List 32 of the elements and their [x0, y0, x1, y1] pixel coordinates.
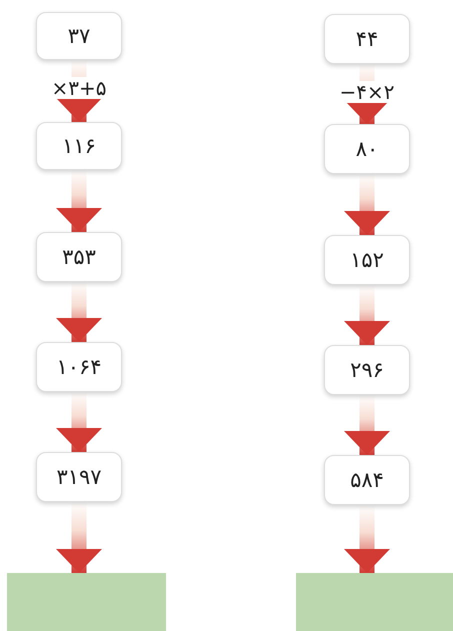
down-arrow	[56, 60, 102, 122]
number: ۵۸۴	[350, 468, 384, 492]
number: ۸۰	[356, 137, 378, 161]
number-box	[36, 122, 122, 170]
number: ۴۴	[356, 27, 378, 51]
down-arrow	[344, 505, 390, 573]
number: ۳۷	[68, 24, 90, 48]
number-box	[36, 232, 122, 282]
number-box	[324, 345, 410, 395]
number-box	[324, 455, 410, 505]
down-arrow	[56, 170, 102, 232]
down-arrow	[56, 502, 102, 573]
down-arrow	[344, 395, 390, 455]
number: ۲۹۶	[350, 358, 384, 382]
number-box	[324, 124, 410, 174]
down-arrow	[344, 285, 390, 345]
number-box	[324, 235, 410, 285]
number: ۳۵۳	[62, 245, 96, 269]
down-arrow	[344, 174, 390, 235]
down-arrow	[56, 392, 102, 452]
number: ۱۰۶۴	[56, 355, 102, 379]
number-box	[324, 14, 410, 64]
number-box	[36, 452, 122, 502]
down-arrow	[344, 64, 390, 124]
number-box	[36, 342, 122, 392]
number-box	[36, 12, 122, 60]
down-arrow	[56, 282, 102, 342]
answer-box	[7, 573, 166, 631]
number: ۳۱۹۷	[56, 465, 102, 489]
answer-box	[296, 573, 453, 631]
number: ۱۵۲	[350, 248, 384, 272]
number: ۱۱۶	[62, 134, 96, 158]
